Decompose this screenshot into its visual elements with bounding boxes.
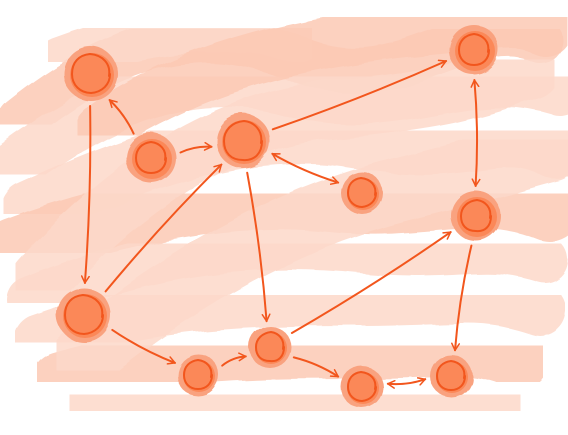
wash-stroke [74, 0, 568, 156]
node-ring [182, 358, 213, 391]
node-fill [347, 178, 379, 210]
node-ring [346, 176, 377, 209]
node-fill [255, 332, 287, 364]
node-n2 [126, 133, 176, 183]
node-ring [63, 293, 104, 336]
wash-stroke [7, 223, 568, 323]
edge-n3-n9 [246, 171, 271, 323]
edge-n2-n3 [179, 141, 213, 154]
edge-n6-n11 [451, 244, 473, 352]
node-n10 [341, 366, 383, 408]
node-n5 [449, 25, 499, 75]
edge-n9-n6 [290, 231, 452, 334]
node-ring [222, 119, 263, 162]
edge-n3-n4 [271, 152, 340, 185]
node-n11 [430, 355, 472, 397]
node-ring [459, 198, 492, 233]
node-ring [346, 370, 377, 403]
wash-stroke [31, 318, 549, 409]
edge-n7-n8 [111, 328, 176, 365]
node-ring [70, 52, 111, 95]
edge-n7-n3 [104, 163, 223, 293]
node-fill [222, 120, 266, 164]
node-n9 [249, 326, 291, 368]
node-n3 [216, 114, 270, 168]
node-fill [63, 294, 107, 338]
wash-stroke [58, 363, 532, 435]
node-n1 [64, 47, 118, 101]
edge-layer [80, 59, 481, 389]
node-n6 [451, 191, 501, 241]
node-ring [134, 140, 167, 175]
edge-n8-n9 [221, 352, 247, 367]
edge-n3-n5 [271, 59, 448, 131]
node-fill [347, 372, 379, 404]
node-fill [436, 361, 468, 393]
edge-n9-n10 [292, 356, 340, 378]
node-fill [183, 360, 215, 392]
node-n8 [177, 354, 219, 396]
node-layer [57, 25, 501, 408]
edge-n10-n11 [386, 377, 427, 389]
node-ring [457, 32, 490, 67]
node-n4 [341, 172, 383, 214]
edge-n5-n6 [470, 79, 481, 187]
node-ring [435, 359, 466, 392]
edge-n2-n1 [108, 99, 135, 135]
node-n7 [57, 288, 111, 342]
node-ring [254, 330, 285, 363]
node-fill [70, 53, 114, 97]
edge-n1-n7 [80, 105, 92, 284]
